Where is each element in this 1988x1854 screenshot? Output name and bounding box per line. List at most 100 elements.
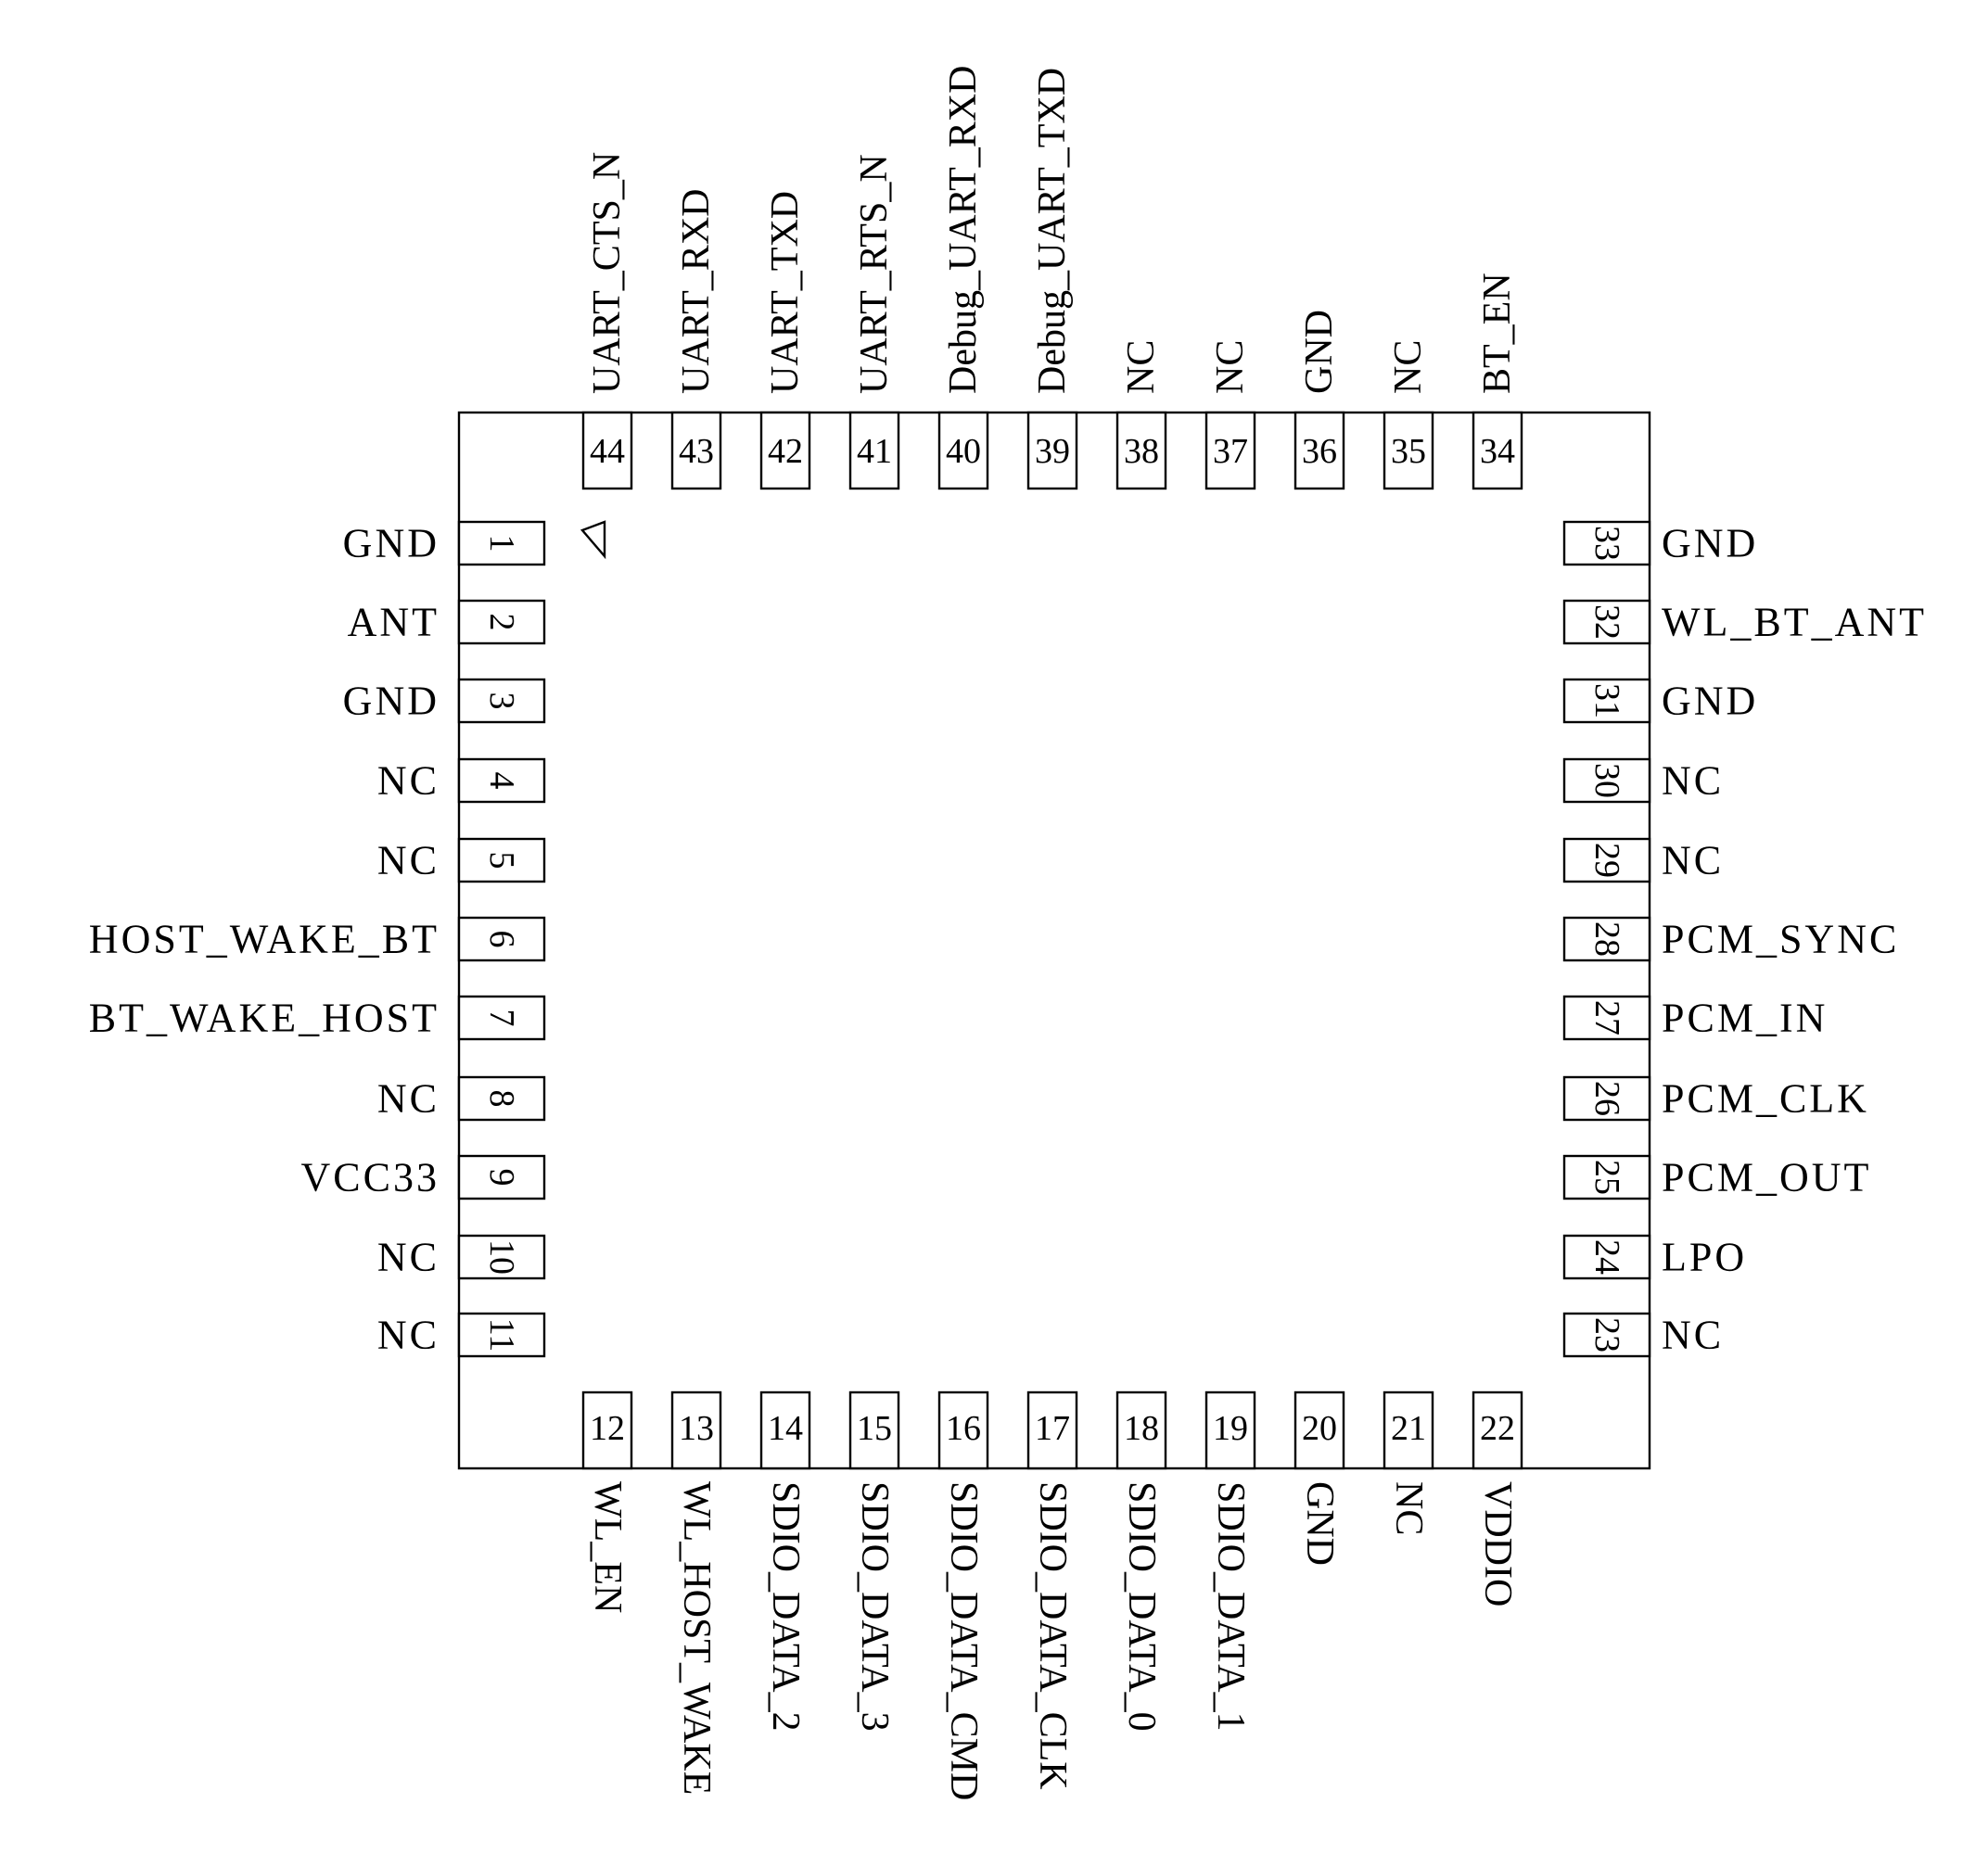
- pin-pad: [1293, 411, 1345, 490]
- pin-pad: [1562, 1234, 1651, 1280]
- pin-pad: [1204, 411, 1256, 490]
- pin-name: SDIO_DATA_1: [1209, 1481, 1252, 1732]
- pin-name: NC: [377, 1313, 440, 1358]
- pin-pad: [457, 678, 546, 724]
- pin-name: BT_EN: [1476, 273, 1519, 394]
- pin-pad: [1562, 757, 1651, 804]
- pin-pad: [848, 411, 900, 490]
- pin-pad: [457, 1234, 546, 1280]
- pin-number: 21: [1391, 1409, 1426, 1448]
- pin-number: 4: [482, 772, 521, 790]
- pin-pad: [1204, 1390, 1256, 1470]
- pin-name: WL_EN: [586, 1481, 629, 1613]
- pin-7: 7BT_WAKE_HOST: [89, 996, 546, 1041]
- pin-pad: [1562, 995, 1651, 1041]
- pin-number: 11: [482, 1318, 521, 1352]
- pin-name: SDIO_DATA_CLK: [1031, 1481, 1074, 1790]
- pin-pad: [1026, 411, 1078, 490]
- pin-pad: [457, 757, 546, 804]
- pin-number: 40: [946, 432, 981, 471]
- pin-number: 20: [1302, 1409, 1337, 1448]
- pin-name: PCM_SYNC: [1662, 917, 1899, 962]
- pin-number: 24: [1587, 1239, 1626, 1275]
- pin-name: SDIO_DATA_2: [764, 1481, 807, 1732]
- pin-name: UART_RXD: [675, 189, 718, 394]
- pin-name: PCM_CLK: [1662, 1076, 1869, 1122]
- pin-name: HOST_WAKE_BT: [89, 917, 440, 962]
- pin-number: 33: [1587, 526, 1626, 561]
- pin-41: 41 UART_RTS_N: [848, 154, 900, 490]
- pin-pad: [457, 1312, 546, 1358]
- pin-pad: [1293, 1390, 1345, 1470]
- pin-number: 2: [482, 614, 521, 631]
- pin-name: GND: [1298, 1481, 1341, 1566]
- pin-number: 15: [857, 1409, 892, 1448]
- pin-number: 31: [1587, 683, 1626, 718]
- pin-pad: [670, 411, 722, 490]
- pin-number: 8: [482, 1090, 521, 1108]
- pin-name: SDIO_DATA_0: [1120, 1481, 1163, 1732]
- pin-name: NC: [377, 1076, 440, 1122]
- pin-name: GND: [343, 521, 440, 566]
- pin-name: BT_WAKE_HOST: [89, 996, 440, 1041]
- pin-number: 12: [590, 1409, 625, 1448]
- pin-number: 6: [482, 931, 521, 948]
- pin-name: UART_RTS_N: [853, 154, 896, 394]
- pin-number: 41: [857, 432, 892, 471]
- pin-number: 44: [590, 432, 625, 471]
- pin-pad: [937, 1390, 989, 1470]
- pin-pad: [581, 411, 633, 490]
- pin-number: 38: [1124, 432, 1159, 471]
- pin-pad: [1562, 916, 1651, 962]
- pin-pad: [1026, 1390, 1078, 1470]
- pin-number: 22: [1480, 1409, 1515, 1448]
- pin-33: 33 GND: [1562, 521, 1758, 566]
- pin-pad: [1383, 1390, 1434, 1470]
- pin-number: 27: [1587, 1000, 1626, 1035]
- pin-name: VDDIO: [1476, 1481, 1519, 1606]
- pin-number: 18: [1124, 1409, 1159, 1448]
- pin-number: 9: [482, 1169, 521, 1187]
- pin-name: NC: [377, 758, 440, 804]
- pin-pad: [937, 411, 989, 490]
- pin-number: 25: [1587, 1160, 1626, 1195]
- pin-pad: [1562, 1154, 1651, 1200]
- pin-pad: [1115, 1390, 1167, 1470]
- pin-name: NC: [1662, 1313, 1724, 1358]
- pin1-marker-icon: [580, 520, 606, 560]
- pin-pad: [1562, 678, 1651, 724]
- pin-name: NC: [1662, 758, 1724, 804]
- pin-number: 30: [1587, 763, 1626, 798]
- pin-38: 38 NC: [1115, 340, 1167, 490]
- pin-number: 42: [768, 432, 803, 471]
- pin-number: 16: [946, 1409, 981, 1448]
- pin-group: 1GND2ANT3GND4NC5NC6HOST_WAKE_BT7BT_WAKE_…: [89, 66, 1924, 1801]
- pin-name: GND: [1662, 521, 1758, 566]
- pin-name: NC: [377, 838, 440, 883]
- pin-name: NC: [1120, 340, 1163, 394]
- pin-pad: [457, 1154, 546, 1200]
